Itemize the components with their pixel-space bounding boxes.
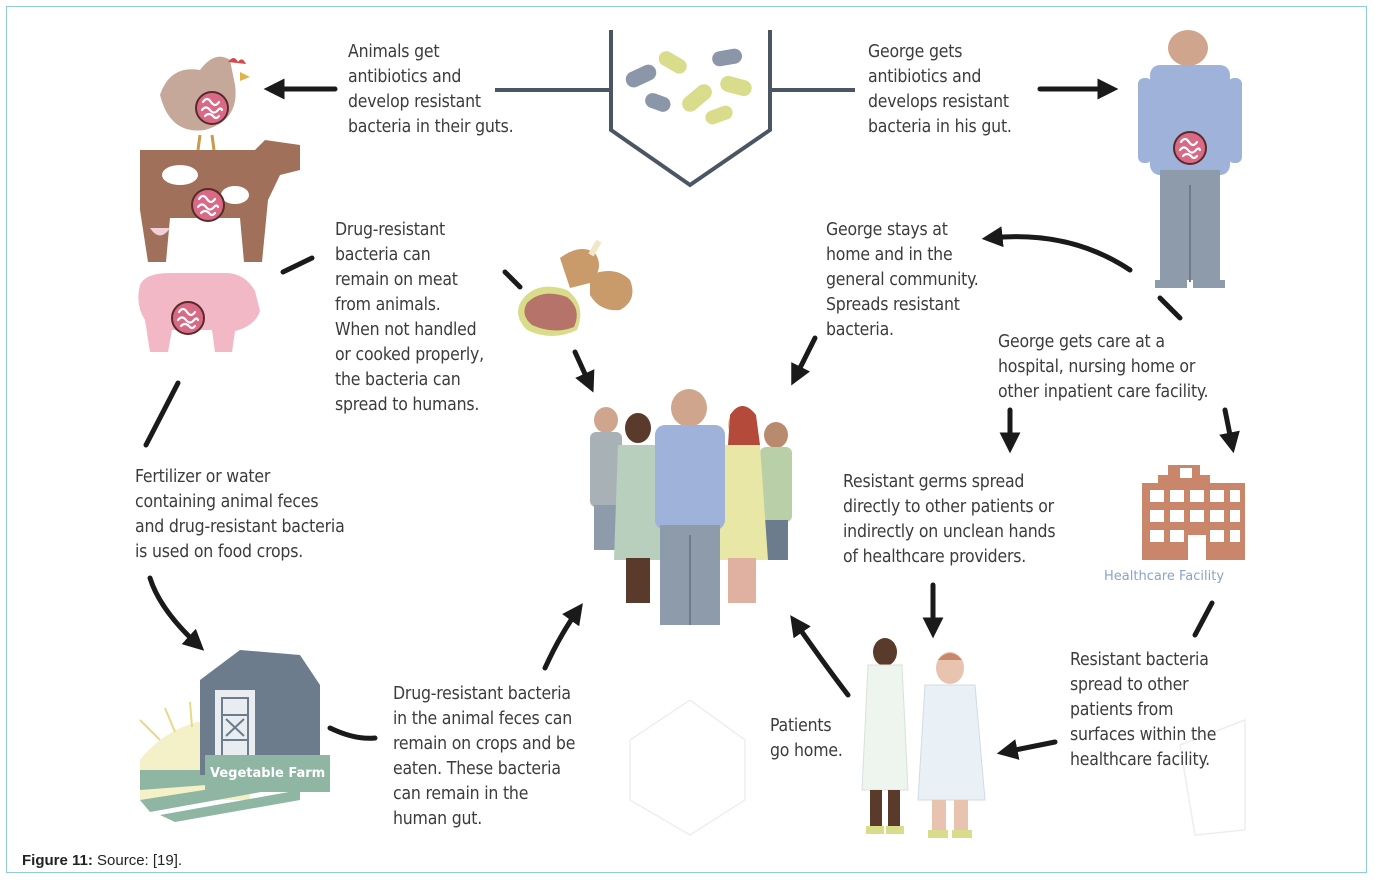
- hospital-icon: [1142, 465, 1245, 560]
- vegetable-farm-label: Vegetable Farm: [210, 766, 326, 781]
- label-germs-spread: Resistant germs spread directly to other…: [843, 472, 1056, 567]
- meat-icon: [518, 239, 633, 336]
- patients-icon: [861, 638, 986, 838]
- label-george-care: George gets care at a hospital, nursing …: [998, 332, 1209, 402]
- george-icon: [1138, 30, 1242, 288]
- label-patients-home: Patients go home.: [770, 716, 843, 761]
- figure-caption: Figure 11: Source: [19].: [22, 852, 182, 869]
- flow-arrows: [143, 78, 1240, 760]
- caption-prefix: Figure 11:: [22, 852, 93, 869]
- community-group-icon: [590, 389, 792, 625]
- label-fertilizer: Fertilizer or water containing animal fe…: [135, 467, 345, 562]
- farm-barn-icon: [139, 650, 330, 822]
- label-george-home: George stays at home and in the general …: [826, 220, 979, 340]
- label-animals-antibiotics: Animals get antibiotics and develop resi…: [348, 42, 514, 137]
- background-hexagons: [629, 699, 1246, 836]
- cow-icon: [140, 140, 300, 262]
- label-george-antibiotics: George gets antibiotics and develops res…: [868, 42, 1012, 137]
- pig-icon: [138, 273, 260, 352]
- healthcare-facility-label: Healthcare Facility: [1104, 569, 1225, 584]
- caption-text: Source: [19].: [92, 852, 183, 869]
- pills-hexagon-icon: [495, 30, 855, 188]
- label-surfaces: Resistant bacteria spread to other patie…: [1070, 650, 1217, 770]
- label-crops: Drug-resistant bacteria in the animal fe…: [393, 684, 576, 829]
- chicken-icon: [160, 56, 250, 151]
- label-meat: Drug-resistant bacteria can remain on me…: [335, 220, 484, 415]
